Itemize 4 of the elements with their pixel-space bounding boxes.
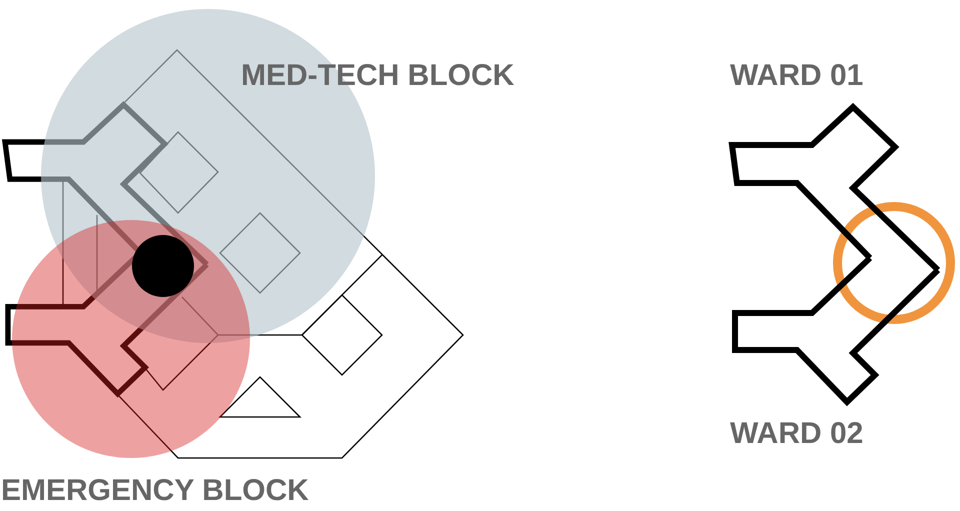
ward-label: WARD 01	[730, 61, 864, 91]
zone-label: MED-TECH BLOCK	[241, 61, 514, 91]
zone-label: EMERGENCY BLOCK	[1, 476, 309, 506]
ward-label: WARD 02	[730, 419, 864, 449]
